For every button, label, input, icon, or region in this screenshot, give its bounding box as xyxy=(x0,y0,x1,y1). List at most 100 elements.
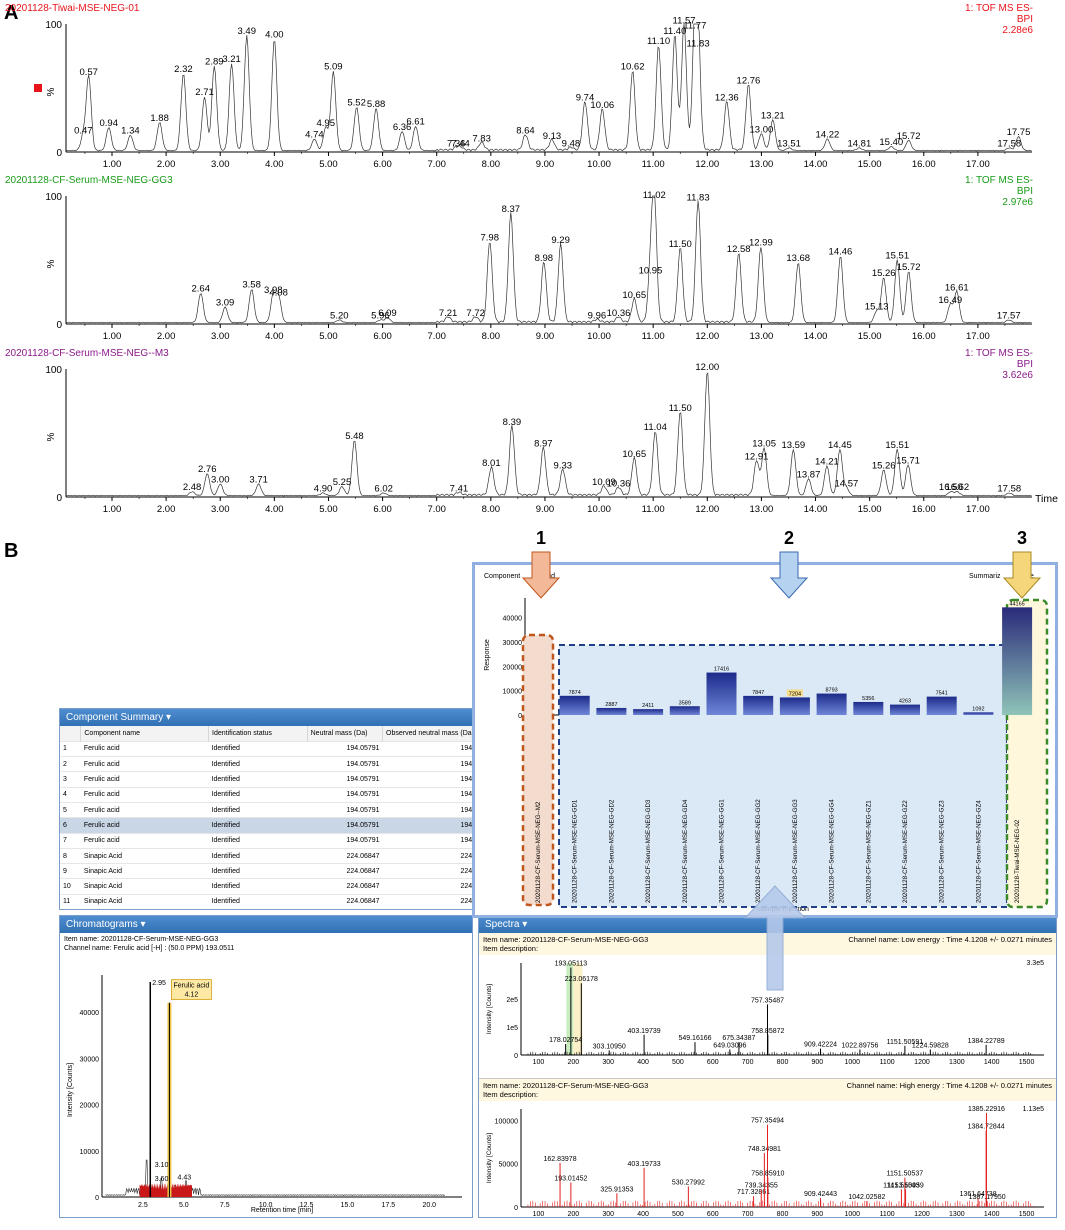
peak-label: 15.51 xyxy=(885,250,909,261)
peak-label: 15.26 xyxy=(872,268,896,279)
bar-value-label: 7541 xyxy=(936,691,948,697)
x-tick-label: 5.00 xyxy=(319,331,338,342)
peak-label: 11.50 xyxy=(669,239,692,250)
bar[interactable] xyxy=(816,693,847,715)
x-tick-label: 15.00 xyxy=(858,331,882,342)
x-tick-label: 5.00 xyxy=(319,504,338,515)
bar[interactable] xyxy=(559,695,590,715)
peak-label: 14.57 xyxy=(834,478,858,489)
spectrum-x-tick: 800 xyxy=(777,1211,789,1218)
bar-category-label: 20201128-CF-Serum-MSE-NEG-GG1 xyxy=(719,799,726,903)
column-header[interactable] xyxy=(60,726,82,742)
x-tick-label: 15.00 xyxy=(858,159,882,170)
peak-label: 14.22 xyxy=(816,129,840,140)
spectrum-x-tick: 300 xyxy=(602,1059,614,1066)
peak-label: 5.09 xyxy=(324,62,343,73)
marker-square xyxy=(34,84,42,92)
table-cell: 194.05791 xyxy=(307,741,383,758)
bar[interactable] xyxy=(669,706,700,715)
bar[interactable] xyxy=(779,697,810,715)
bar-y-tick: 30000 xyxy=(503,640,523,647)
peak-label: 12.91 xyxy=(745,451,769,462)
callout-number: 1 xyxy=(536,528,546,548)
trace-name: 20201128-CF-Serum-MSE-NEG--M3 xyxy=(5,348,169,359)
spectrum-x-tick: 900 xyxy=(812,1059,824,1066)
peak-label: 1.88 xyxy=(150,113,169,124)
bar[interactable] xyxy=(853,701,884,715)
spectrum-peak-label: 223.06178 xyxy=(565,976,598,983)
spectrum-x-tick: 100 xyxy=(533,1059,545,1066)
peak-label: 4.95 xyxy=(317,118,336,129)
peak-label: 2.89 xyxy=(205,57,224,68)
spectrum-peak-label: 1042.02582 xyxy=(848,1194,885,1201)
spectrum-peak-label: 1361.64738 xyxy=(960,1191,997,1198)
spectrum-x-tick: 1500 xyxy=(1019,1059,1035,1066)
table-cell: Ferulic acid xyxy=(80,817,209,834)
column-header[interactable]: Identification status xyxy=(208,726,308,742)
peak-label: 2.32 xyxy=(174,64,193,75)
spectrum-peak-label: 909.42443 xyxy=(804,1191,837,1198)
peak-label: 10.36 xyxy=(607,308,631,319)
x-tick-label: 16.00 xyxy=(912,331,936,342)
bar-category-label: 20201128-CF-Serum-MSE-NEG-GZ3 xyxy=(939,800,946,903)
column-header[interactable]: Component name xyxy=(80,726,209,742)
bar[interactable] xyxy=(890,704,920,715)
peak-tag xyxy=(171,979,212,1001)
chromatograms-window[interactable]: Chromatograms ▾ Item name: 20201128-CF-S… xyxy=(59,915,473,1218)
peak-label: 0.57 xyxy=(79,67,98,78)
spectrum-y-tick: 2e5 xyxy=(506,997,518,1004)
x-tick-label: 2.00 xyxy=(157,159,176,170)
bar[interactable] xyxy=(633,709,664,715)
peak-label: 7.72 xyxy=(466,308,485,319)
peak-label: 14.81 xyxy=(847,138,871,149)
table-cell: Identified xyxy=(208,802,308,819)
bar[interactable] xyxy=(596,707,627,715)
peak-label: 3.98 xyxy=(264,285,283,296)
spectrum-x-tick: 1300 xyxy=(949,1211,965,1218)
low-item-name: Item name: 20201128-CF-Serum-MSE-NEG-GG3 xyxy=(483,935,649,944)
highlight-box xyxy=(786,689,803,697)
peak-label: 8.97 xyxy=(534,439,553,450)
bar-category-label: 20201128-CF-Serum-MSE-NEG--M2 xyxy=(535,801,542,903)
bar[interactable] xyxy=(926,696,957,715)
spectrum-peak-label: 1385.22916 xyxy=(968,1106,1005,1113)
table-cell: 194.0584 xyxy=(382,817,493,834)
detector-label: 3.62e6 xyxy=(1002,370,1033,381)
y-max-label: 100 xyxy=(45,192,62,203)
bar-value-label: 7204 xyxy=(789,691,801,697)
peak-label: 13.51 xyxy=(777,138,801,149)
x-tick-label: 11.00 xyxy=(642,504,665,515)
bar[interactable] xyxy=(963,712,994,715)
bar[interactable] xyxy=(743,695,774,715)
peak-label: 9.13 xyxy=(543,131,562,142)
spectra-window[interactable]: Spectra ▾ Item name: 20201128-CF-Serum-M… xyxy=(478,915,1057,1218)
column-header[interactable]: Observed neutral mass (Da) xyxy=(382,726,494,742)
table-cell: 194.05791 xyxy=(307,771,383,788)
table-cell: Sinapic Acid xyxy=(80,878,209,895)
column-header[interactable]: Neutral mass (Da) xyxy=(307,726,384,742)
bar-value-label: 3589 xyxy=(679,700,691,706)
spectra-title[interactable]: Spectra ▾ xyxy=(479,916,1056,933)
table-cell: Identified xyxy=(208,756,308,773)
detector-label: BPI xyxy=(1017,186,1033,197)
x-tick-label: 10.00 xyxy=(587,159,611,170)
spectrum-peak-label: 1151.50537 xyxy=(887,1171,924,1178)
peak-label: 4.74 xyxy=(305,129,324,140)
x-tick-label: 6.00 xyxy=(373,504,392,515)
table-cell: Identified xyxy=(208,894,308,909)
peak-label: 0.47 xyxy=(74,126,93,137)
table-cell: 10 xyxy=(60,878,81,895)
chromatograms-title[interactable]: Chromatograms ▾ xyxy=(60,916,472,933)
spectrum-peak-label: 193.01452 xyxy=(554,1176,587,1183)
peak-label: 14.21 xyxy=(815,457,839,468)
bar[interactable] xyxy=(1002,607,1033,715)
peak-label: 17.58 xyxy=(997,483,1021,494)
peak-label: 11.04 xyxy=(644,422,667,433)
bar[interactable] xyxy=(706,672,737,715)
spectrum-x-tick: 200 xyxy=(567,1059,579,1066)
